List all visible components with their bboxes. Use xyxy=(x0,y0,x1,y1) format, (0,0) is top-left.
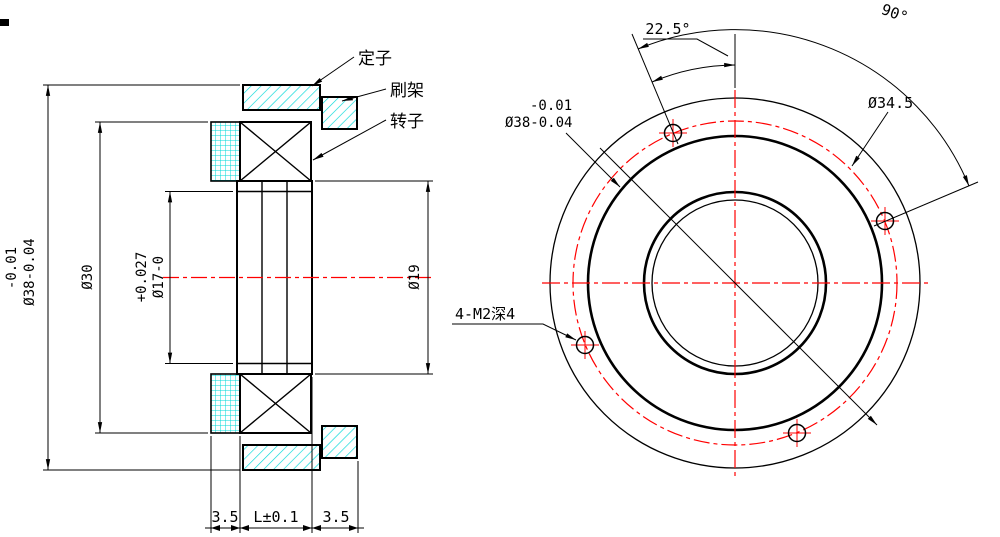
holes-callout: 4-M2深4 xyxy=(455,305,515,323)
rotor-top xyxy=(239,121,312,182)
stator-od-label: Ø30 xyxy=(80,264,96,289)
angle-225-label: 22.5° xyxy=(645,20,690,38)
section-part xyxy=(210,84,358,471)
length-label: L±0.1 xyxy=(253,508,298,526)
section-dimensions xyxy=(43,84,433,533)
hole-right xyxy=(875,211,895,231)
section-view: -0.01 Ø38-0.04 Ø30 +0.027 Ø17-0 Ø19 3.5 … xyxy=(4,49,433,533)
width-right-label: 3.5 xyxy=(322,508,349,526)
brush-frame-bottom xyxy=(321,425,358,459)
winding-bottom xyxy=(210,373,241,434)
width-left-label: 3.5 xyxy=(211,508,238,526)
bolt-circle-label: Ø34.5 xyxy=(868,94,913,112)
end-view: 90° 22.5° Ø34.5 -0.01 Ø38-0.04 4-M2深4 xyxy=(452,0,979,476)
hole-bottom xyxy=(787,423,807,443)
angle-90-label: 90° xyxy=(879,0,911,26)
brush-frame-top xyxy=(321,96,358,130)
frame-mark xyxy=(0,19,9,26)
stator-callout: 定子 xyxy=(358,49,392,68)
end-dimensions xyxy=(452,29,979,341)
end-od-tolerance-label: -0.01 xyxy=(530,98,572,114)
section-callouts: 定子 刷架 转子 xyxy=(311,49,424,161)
rotor-callout: 转子 xyxy=(390,112,424,131)
stator-top xyxy=(242,84,321,111)
rotor-bottom xyxy=(239,373,312,434)
hub-od-label: Ø19 xyxy=(407,264,423,289)
bore-label: Ø17-0 xyxy=(151,256,167,298)
brush-callout: 刷架 xyxy=(390,81,424,100)
od-tolerance-label: -0.01 xyxy=(4,247,20,289)
end-od-label: Ø38-0.04 xyxy=(505,115,572,131)
diagonal-line xyxy=(599,147,878,426)
od-label: Ø38-0.04 xyxy=(22,238,38,305)
bore-tolerance-label: +0.027 xyxy=(134,252,150,303)
winding-top xyxy=(210,121,241,182)
stator-bottom xyxy=(242,444,321,471)
hole-left xyxy=(575,335,595,355)
